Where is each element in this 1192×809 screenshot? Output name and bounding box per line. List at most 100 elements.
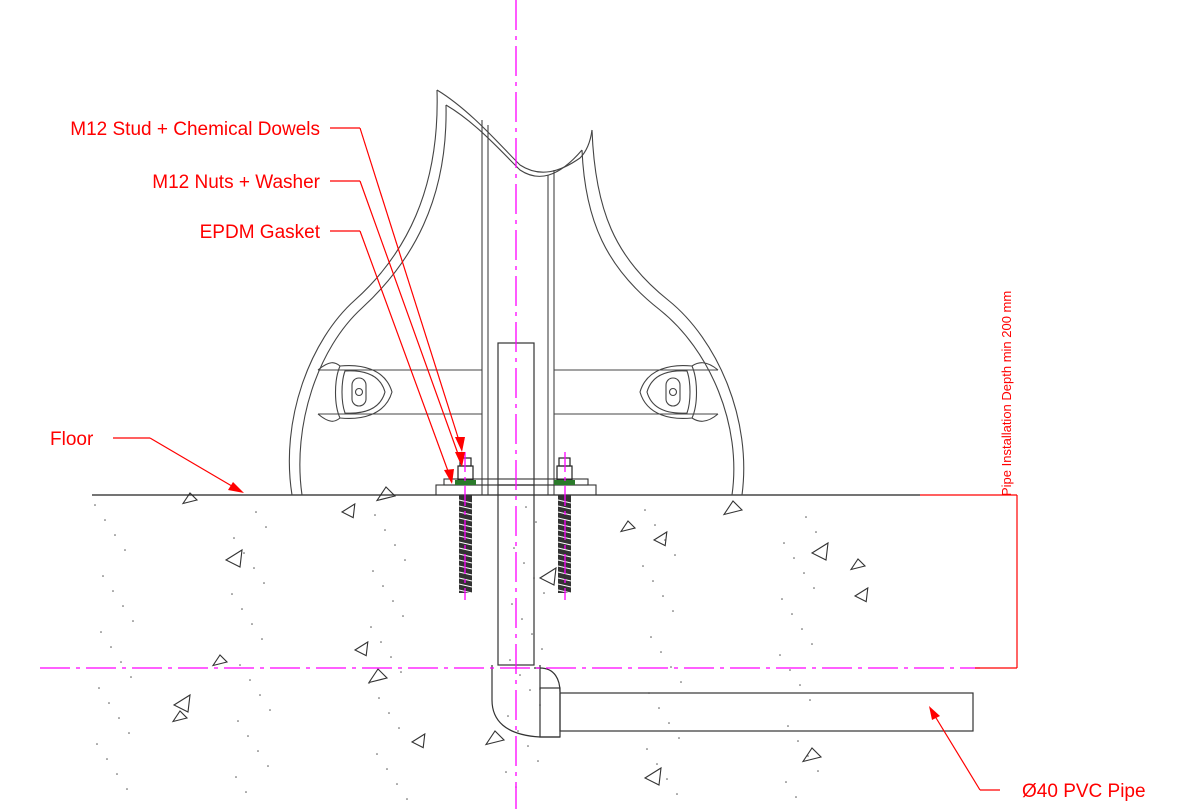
hatch-dot [541, 648, 543, 650]
hatch-dot [265, 526, 267, 528]
hatch-dot [658, 707, 660, 709]
hatch-dot [652, 580, 654, 582]
hatch-dot [527, 745, 529, 747]
hatch-dot [98, 687, 100, 689]
hatch-dot [511, 603, 513, 605]
stud-thread [458, 541, 473, 546]
hatch-dot [378, 697, 380, 699]
hatch-dot [531, 633, 533, 635]
hatch-dot [789, 669, 791, 671]
hatch-dot [537, 760, 539, 762]
hatch-dot [259, 694, 261, 696]
hatch-triangle [801, 747, 823, 763]
stud-thread [557, 547, 572, 552]
hatch-dot [644, 509, 646, 511]
hatch-dot [398, 727, 400, 729]
hatch-dot [382, 585, 384, 587]
hatch-dot [263, 582, 265, 584]
hatch-dot [805, 516, 807, 518]
hatch-triangle [652, 530, 668, 547]
hatch-dot [529, 689, 531, 691]
hatch-dot [116, 773, 118, 775]
hatch-dot [114, 534, 116, 536]
hatch-dot [650, 636, 652, 638]
hatch-dot [811, 643, 813, 645]
hatch-dot [231, 593, 233, 595]
hatch-dot [132, 620, 134, 622]
hatch-dot [543, 592, 545, 594]
hatch-dot [390, 656, 392, 658]
hatch-dot [400, 671, 402, 673]
hatch-triangle [810, 541, 829, 561]
hatch-dot [122, 605, 124, 607]
hatch-dot [368, 682, 370, 684]
hatch-dot [388, 712, 390, 714]
hatch-dot [102, 575, 104, 577]
hatch-dot [642, 565, 644, 567]
hatch-dot [243, 552, 245, 554]
hatch-dot [666, 778, 668, 780]
hatch-dot [674, 554, 676, 556]
hatch-dot [124, 549, 126, 551]
hatch-dot [374, 514, 376, 516]
hatch-dot [237, 720, 239, 722]
hatch-dot [402, 615, 404, 617]
hatch-dot [130, 676, 132, 678]
hatch-dot [247, 735, 249, 737]
hatch-dot [100, 631, 102, 633]
hatch-triangle [211, 654, 229, 667]
hatch-dot [793, 557, 795, 559]
hatch-dot [120, 661, 122, 663]
hatch-dot [662, 595, 664, 597]
hatch-dot [251, 623, 253, 625]
hatch-dot [785, 781, 787, 783]
bollard-body [288, 89, 745, 496]
hatch-dot [104, 519, 106, 521]
hatch-triangle [484, 730, 506, 746]
hatch-dot [676, 793, 678, 795]
hatch-triangle [171, 710, 189, 723]
hatch-dot [370, 626, 372, 628]
stud-thread [458, 505, 473, 510]
depth-dimension [920, 494, 1018, 669]
hatch-dot [523, 562, 525, 564]
hatch-dot [392, 600, 394, 602]
hatch-triangle [643, 766, 662, 786]
hatch-dot [664, 539, 666, 541]
hatch-dot [797, 740, 799, 742]
stud-thread [557, 583, 572, 588]
stud-thread [458, 547, 473, 552]
label-floor: Floor [50, 429, 94, 450]
hatch-dot [678, 737, 680, 739]
stud-thread [458, 517, 473, 522]
hatch-dot [380, 641, 382, 643]
hatch-dot [257, 750, 259, 752]
hatch-dot [406, 798, 408, 800]
hatch-dot [517, 730, 519, 732]
hatch-dot [394, 544, 396, 546]
hatch-triangle [181, 492, 199, 505]
hatch-triangle [619, 520, 637, 533]
hatch-dot [654, 524, 656, 526]
hatch-dot [813, 587, 815, 589]
hatch-dot [779, 654, 781, 656]
hatch-dot [799, 684, 801, 686]
hatch-triangle [367, 668, 389, 684]
hatch-dot [118, 717, 120, 719]
hatch-dot [656, 763, 658, 765]
hatch-dot [384, 529, 386, 531]
hatch-dot [507, 715, 509, 717]
centerlines [40, 0, 980, 809]
depth-dimension-text: Pipe Installation Depth min 200 mm [999, 291, 1014, 496]
hatch-dot [396, 783, 398, 785]
hatch-dot [233, 537, 235, 539]
stud-thread [557, 505, 572, 510]
hatch-triangle [172, 693, 191, 713]
hatch-dot [126, 788, 128, 790]
hatch-dot [241, 608, 243, 610]
hatch-triangle [722, 500, 744, 516]
concrete-hatch [94, 486, 869, 800]
hatch-dot [525, 506, 527, 508]
hatch-dot [672, 610, 674, 612]
